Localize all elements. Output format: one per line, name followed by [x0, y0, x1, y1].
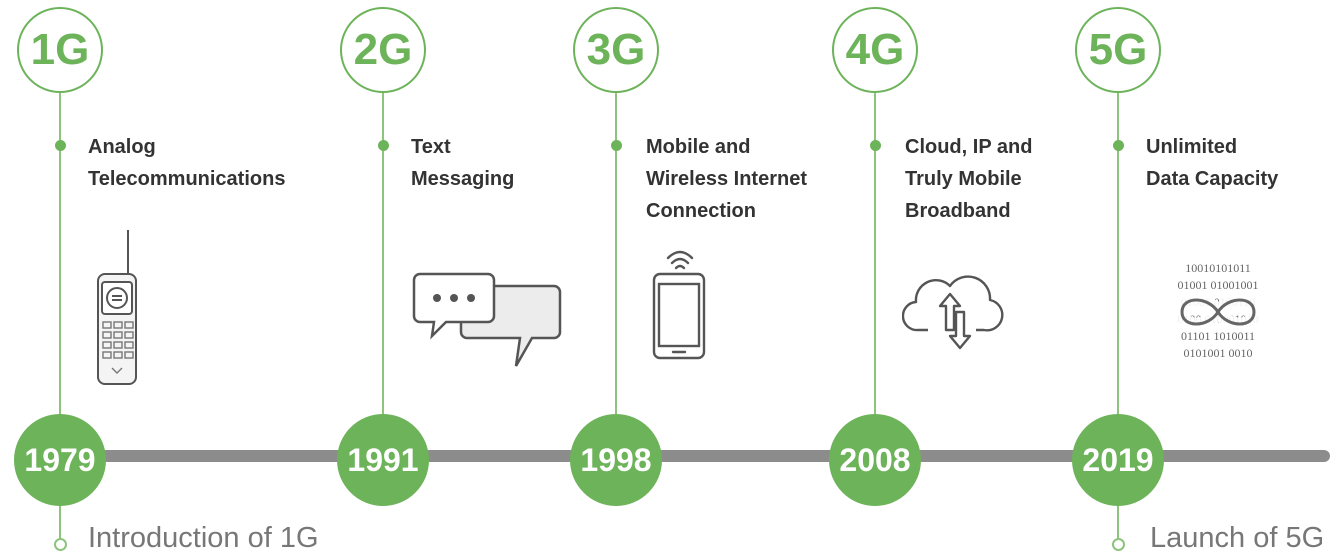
launch-label: Launch of 5G [1150, 522, 1325, 554]
year-circle-1979: 1979 [14, 414, 106, 506]
description-line: Analog [88, 136, 156, 158]
gen-circle-3g: 3G [573, 7, 659, 93]
description-line: Truly Mobile [905, 168, 1022, 190]
bullet-dot-5g [1113, 140, 1124, 151]
connector-line-3g [615, 93, 617, 414]
bottom-ring-1g [54, 538, 67, 551]
gen-circle-2g: 2G [340, 7, 426, 93]
year-circle-1998: 1998 [570, 414, 662, 506]
description-3g: Mobile and Wireless Internet Connection [646, 131, 807, 227]
description-line: Connection [646, 200, 756, 222]
binary-text-line: 01101 1010011 [1181, 329, 1255, 343]
description-line: Mobile and [646, 136, 751, 158]
description-line: Cloud, IP and [905, 136, 1033, 158]
bullet-dot-4g [870, 140, 881, 151]
connector-line-1g [59, 93, 61, 414]
introduction-label: Introduction of 1G [88, 522, 319, 554]
binary-text-line: 10010101011 [1185, 262, 1251, 275]
year-circle-2008: 2008 [829, 414, 921, 506]
binary-text-line: 01001 01001001 [1178, 278, 1259, 292]
smartphone-wifi-icon [652, 250, 706, 360]
year-circle-2019: 2019 [1072, 414, 1164, 506]
binary-text-line: 0101001 0010 [1184, 346, 1253, 360]
bottom-tail-5g [1117, 506, 1119, 540]
chat-bubbles-icon [412, 272, 562, 367]
year-circle-1991: 1991 [337, 414, 429, 506]
description-line: Wireless Internet [646, 168, 807, 190]
description-line: Text [411, 136, 451, 158]
gen-circle-4g: 4G [832, 7, 918, 93]
cloud-sync-icon [902, 275, 1004, 350]
connector-line-2g [382, 93, 384, 414]
bullet-dot-1g [55, 140, 66, 151]
connector-line-4g [874, 93, 876, 414]
binary-infinity-icon: 10010101011 01001 01001001 01001 0100110… [1175, 262, 1261, 360]
bottom-ring-5g [1112, 538, 1125, 551]
description-line: Telecommunications [88, 168, 286, 190]
gen-circle-5g: 5G [1075, 7, 1161, 93]
connector-line-5g [1117, 93, 1119, 414]
description-4g: Cloud, IP and Truly Mobile Broadband [905, 131, 1032, 227]
bottom-tail-1g [59, 506, 61, 540]
description-line: Messaging [411, 168, 515, 190]
bullet-dot-2g [378, 140, 389, 151]
description-line: Data Capacity [1146, 168, 1279, 190]
description-line: Broadband [905, 200, 1011, 222]
bullet-dot-3g [611, 140, 622, 151]
description-1g: Analog Telecommunications [88, 131, 285, 195]
gen-circle-1g: 1G [17, 7, 103, 93]
description-5g: Unlimited Data Capacity [1146, 131, 1278, 195]
mobile-phone-icon [97, 230, 137, 385]
description-line: Unlimited [1146, 136, 1238, 158]
description-2g: Text Messaging [411, 131, 514, 195]
